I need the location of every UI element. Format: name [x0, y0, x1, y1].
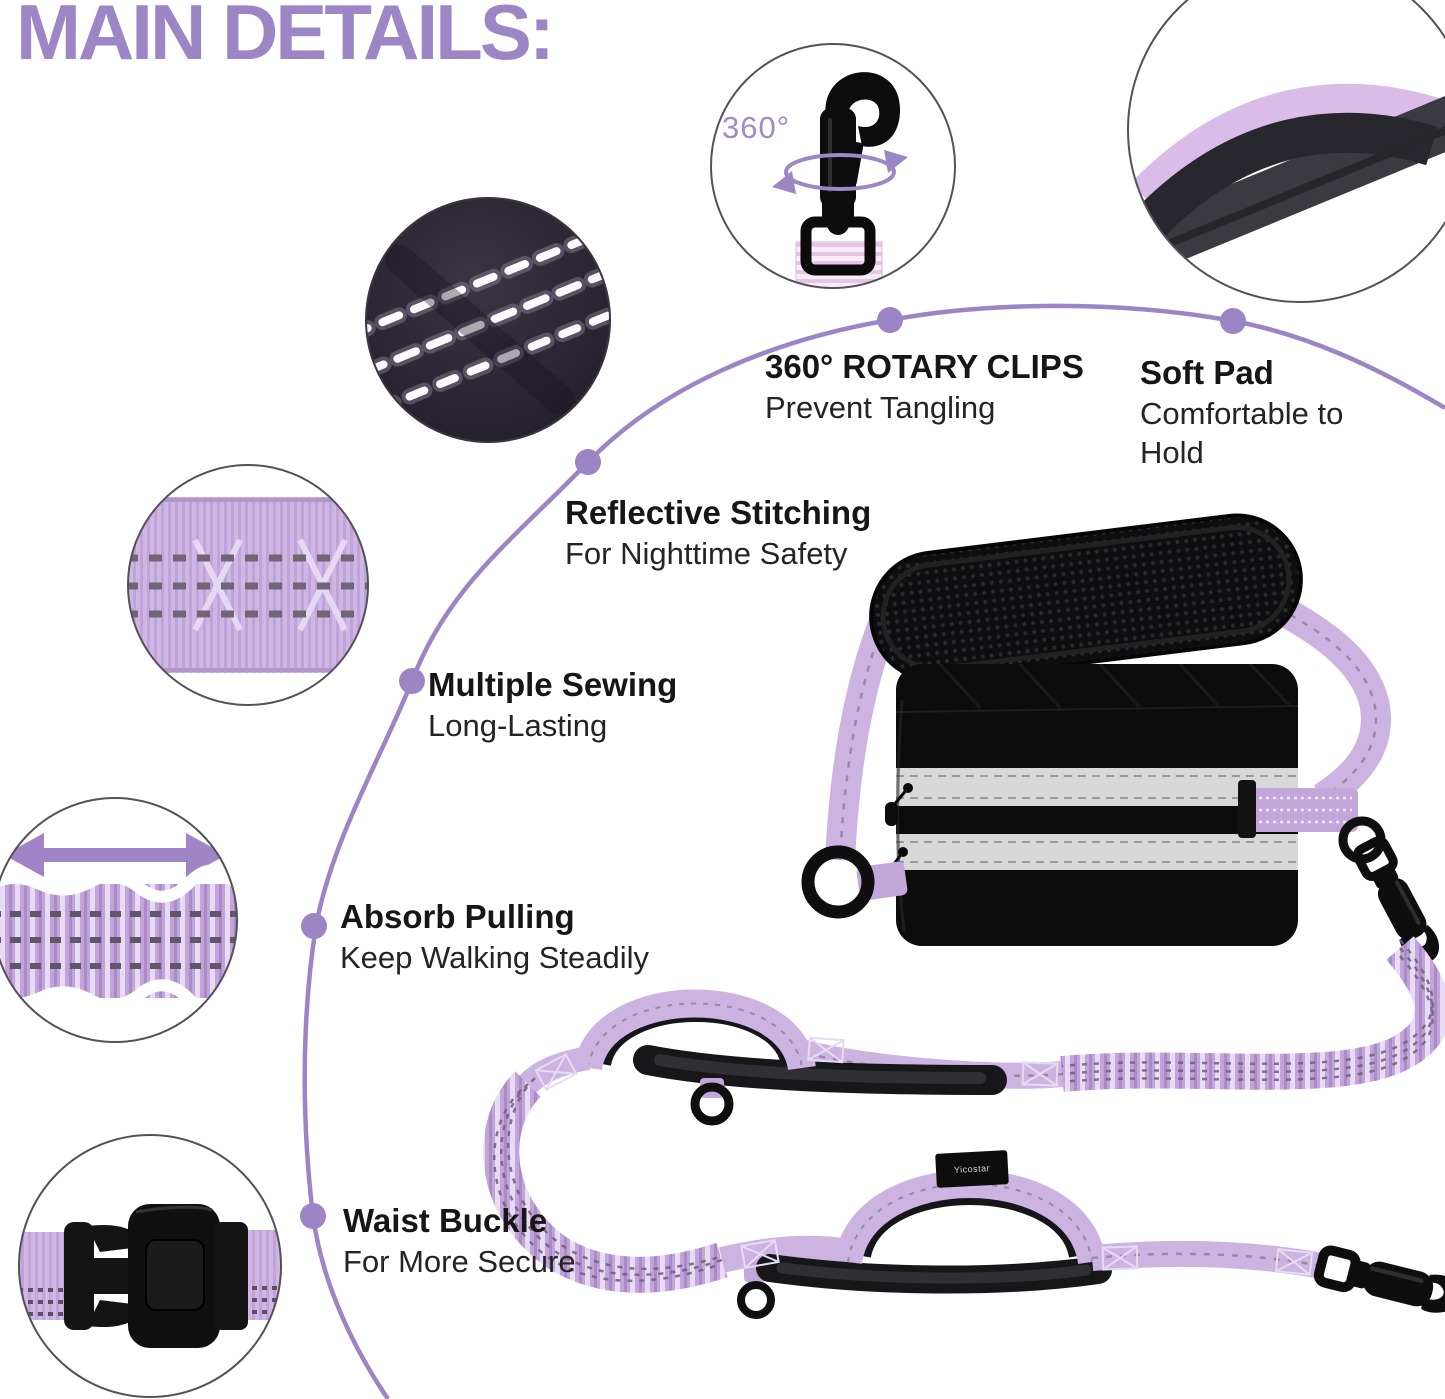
reflective-stripe [896, 768, 1298, 806]
belt-d-ring-icon [801, 845, 908, 919]
arc-node-multiple-sewing [399, 668, 425, 694]
feature-absorb-pulling: Absorb Pulling Keep Walking Steadily [340, 896, 649, 977]
feature-absorb-pulling-title: Absorb Pulling [340, 898, 575, 935]
feature-arc [300, 303, 1445, 1399]
leash-handle-lower [834, 1170, 1106, 1265]
soft-pad-photo [1127, 0, 1445, 303]
feature-rotary-clips: 360° ROTARY CLIPS Prevent Tangling [765, 346, 1084, 427]
absorb-pulling-photo [0, 797, 238, 1043]
feature-multiple-sewing: Multiple Sewing Long-Lasting [428, 664, 677, 745]
feature-soft-pad-title: Soft Pad [1140, 354, 1274, 391]
arc-node-rotary-clips [877, 307, 903, 333]
reflective-stitching-photo [365, 197, 611, 443]
feature-waist-buckle-subtitle: For More Secure [343, 1243, 576, 1279]
feature-rotary-clips-title: 360° ROTARY CLIPS [765, 348, 1084, 385]
feature-rotary-clips-subtitle: Prevent Tangling [765, 389, 996, 425]
leash [483, 936, 1445, 1319]
leash-snap-hook-icon [1316, 1246, 1445, 1319]
feature-soft-pad: Soft Pad Comfortable to Hold [1140, 352, 1390, 473]
feature-reflective-stitching: Reflective Stitching For Nighttime Safet… [565, 492, 871, 573]
arc-node-absorb-pulling [301, 913, 327, 939]
shoulder-pad [869, 513, 1303, 683]
waist-buckle-photo [18, 1134, 282, 1398]
leash-handle-upper [574, 989, 816, 1072]
feature-waist-buckle: Waist Buckle For More Secure [343, 1200, 576, 1281]
arc-node-soft-pad [1220, 308, 1246, 334]
rotation-degree-label: 360° [722, 110, 791, 145]
rotation-arrow-icon [772, 150, 908, 194]
feature-reflective-stitching-subtitle: For Nighttime Safety [565, 535, 848, 571]
reflective-stripe [896, 834, 1298, 870]
feature-waist-buckle-title: Waist Buckle [343, 1202, 548, 1239]
feature-reflective-stitching-title: Reflective Stitching [565, 494, 872, 531]
page-title: MAIN DETAILS: [16, 0, 555, 76]
arc-node-waist-buckle [300, 1203, 326, 1229]
feature-multiple-sewing-subtitle: Long-Lasting [428, 707, 608, 743]
feature-multiple-sewing-title: Multiple Sewing [428, 666, 678, 703]
leash-bungee-upper [1060, 936, 1445, 1092]
waist-bag [877, 664, 1298, 946]
rotary-clip-photo [710, 43, 956, 289]
feature-absorb-pulling-subtitle: Keep Walking Steadily [340, 939, 650, 975]
stretch-arrow-icon [4, 833, 226, 877]
leash-d-ring-upper-icon [690, 1078, 734, 1126]
brand-tag: Yicostar [935, 1150, 1009, 1188]
arc-node-dots [300, 307, 1246, 1229]
arc-node-reflective [575, 449, 601, 475]
main-product-photo [801, 513, 1445, 970]
multiple-sewing-photo [127, 464, 369, 706]
feature-soft-pad-subtitle: Comfortable to Hold [1140, 395, 1344, 471]
belt-fold-adjuster [1238, 780, 1358, 838]
